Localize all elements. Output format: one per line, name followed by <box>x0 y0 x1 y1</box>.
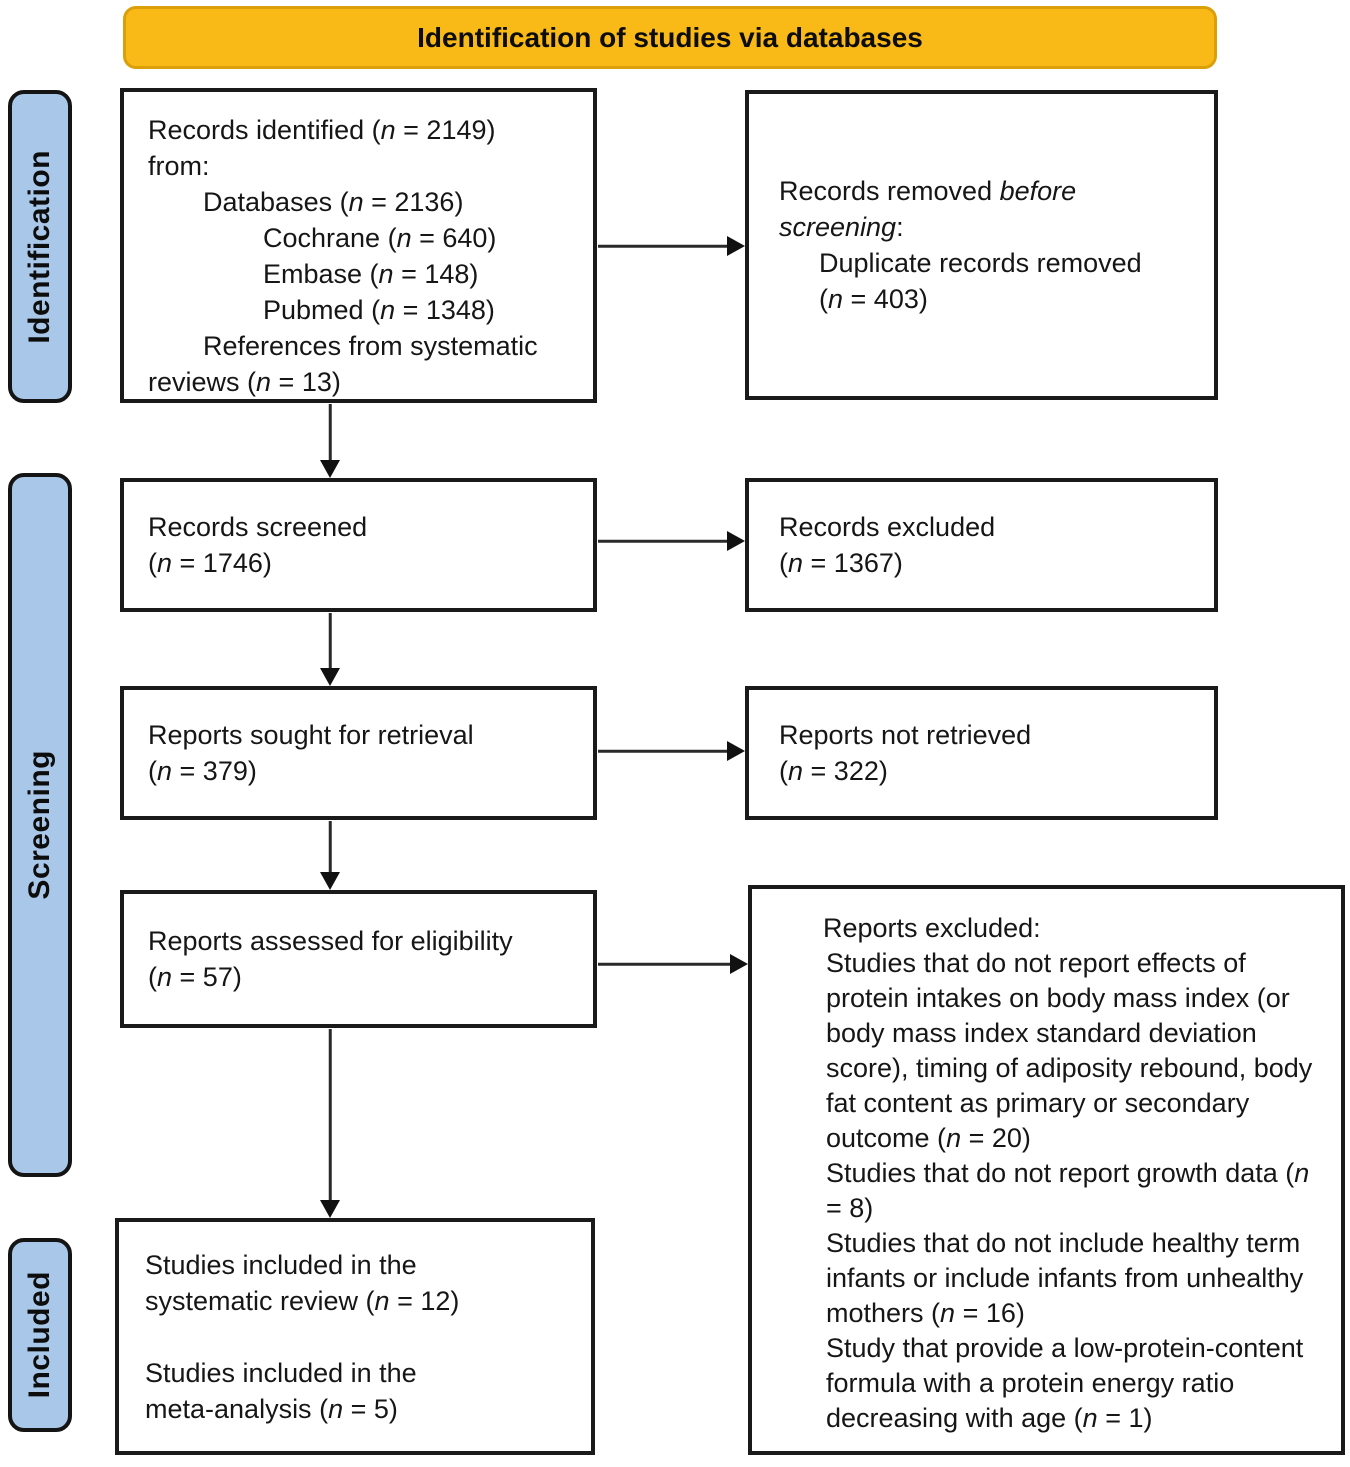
bullet-item-embase: Embase (n = 148) <box>148 256 577 292</box>
excluded-reason-item: Studies that do not report effects of pr… <box>776 946 1329 1156</box>
records-identified-line1: Records identified (n = 2149) <box>148 115 496 145</box>
title-banner: Identification of studies via databases <box>123 6 1217 69</box>
records-screened-line2: (n = 1746) <box>148 548 272 578</box>
bullet-icon <box>779 1226 826 1261</box>
reports-sought-line2: (n = 379) <box>148 756 257 786</box>
records-removed-line1: Records removed before <box>779 176 1077 206</box>
box-records-removed: Records removed before screening: Duplic… <box>745 90 1218 400</box>
records-identified-ref-line1: References from systematic <box>203 331 538 361</box>
bullet-icon <box>779 1331 826 1366</box>
box-records-screened: Records screened (n = 1746) <box>120 478 597 612</box>
box-records-identified: Records identified (n = 2149) from: Data… <box>120 88 597 403</box>
records-identified-line2: from: <box>148 151 210 181</box>
stage-label-included: Included <box>23 1271 56 1399</box>
reports-not-retrieved-line1: Reports not retrieved <box>779 720 1032 750</box>
arrow-screened-to-excluded <box>598 531 745 551</box>
reports-sought-line1: Reports sought for retrieval <box>148 720 474 750</box>
box-records-excluded: Records excluded (n = 1367) <box>745 478 1218 612</box>
excluded-reason-item: Studies that do not report growth data (… <box>776 1156 1329 1226</box>
bullet-icon <box>779 1156 826 1191</box>
stage-bar-screening: Screening <box>8 473 72 1177</box>
records-identified-ref-line2: reviews (n = 13) <box>148 367 341 397</box>
stage-bar-included: Included <box>8 1238 72 1432</box>
stage-label-screening: Screening <box>23 750 56 900</box>
arrow-screened-to-sought <box>320 613 340 686</box>
stage-label-identification: Identification <box>23 149 56 344</box>
bullet-item-cochrane: Cochrane (n = 640) <box>148 220 577 256</box>
records-excluded-line2: (n = 1367) <box>779 548 903 578</box>
arrow-sought-to-not-retrieved <box>598 741 745 761</box>
records-screened-line1: Records screened <box>148 512 368 542</box>
bullet-item-pubmed: Pubmed (n = 1348) <box>148 292 577 328</box>
bullet-icon <box>208 292 263 328</box>
records-removed-line2: screening: <box>779 212 904 242</box>
box-reports-not-retrieved: Reports not retrieved (n = 322) <box>745 686 1218 820</box>
arrow-identified-to-screened <box>320 404 340 478</box>
bullet-icon <box>208 256 263 292</box>
arrow-sought-to-assessed <box>320 821 340 890</box>
reports-excluded-heading: Reports excluded: <box>823 913 1041 943</box>
arrow-assessed-to-included <box>320 1029 340 1218</box>
reports-not-retrieved-line2: (n = 322) <box>779 756 888 786</box>
included-meta-line2: meta-analysis (n = 5) <box>145 1393 398 1424</box>
box-reports-assessed: Reports assessed for eligibility (n = 57… <box>120 890 597 1028</box>
excluded-reason-item: Studies that do not include healthy term… <box>776 1226 1329 1331</box>
included-review-line2: systematic review (n = 12) <box>145 1285 460 1316</box>
records-excluded-line1: Records excluded <box>779 512 996 542</box>
records-identified-databases: Databases (n = 2136) <box>203 187 464 217</box>
bullet-icon <box>779 946 826 981</box>
excluded-reason-item: Study that provide a low-protein-content… <box>776 1331 1329 1436</box>
reports-assessed-line2: (n = 57) <box>148 962 242 992</box>
box-studies-included: Studies included in the systematic revie… <box>115 1218 595 1455</box>
bullet-icon <box>208 220 263 256</box>
diagram-title: Identification of studies via databases <box>417 21 923 53</box>
reports-assessed-line1: Reports assessed for eligibility <box>148 926 513 956</box>
arrow-identified-to-removed <box>598 236 745 256</box>
records-removed-detail-line2: (n = 403) <box>819 284 928 314</box>
box-reports-excluded: Reports excluded: Studies that do not re… <box>748 885 1345 1455</box>
stage-bar-identification: Identification <box>8 90 72 403</box>
records-removed-detail-line1: Duplicate records removed <box>819 248 1142 278</box>
box-reports-sought: Reports sought for retrieval (n = 379) <box>120 686 597 820</box>
included-review-line1: Studies included in the <box>145 1249 417 1280</box>
included-meta-line1: Studies included in the <box>145 1357 417 1388</box>
arrow-assessed-to-reports-excluded <box>598 954 748 974</box>
